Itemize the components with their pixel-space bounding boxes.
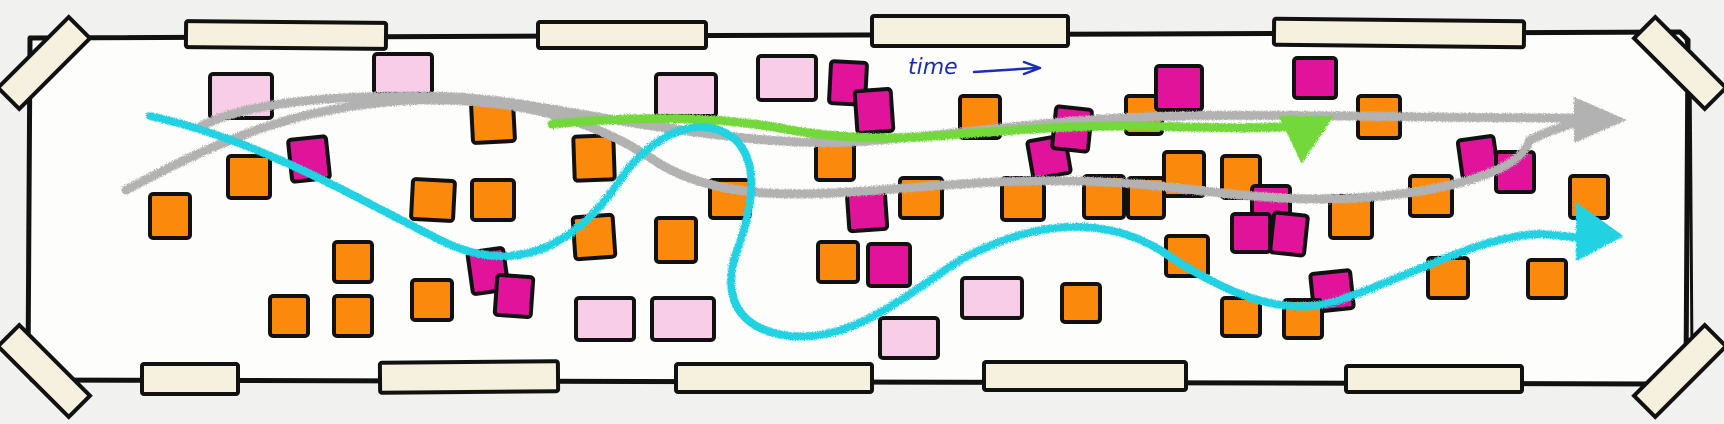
sticky-note-orange xyxy=(332,240,374,284)
flow-arrowheads xyxy=(1278,96,1628,262)
sticky-note-pink xyxy=(878,316,940,360)
sticky-note-pink xyxy=(650,296,716,342)
time-arrow-icon xyxy=(972,60,1042,76)
flow-grey-upper xyxy=(193,91,1595,148)
sticky-note-magenta xyxy=(1292,56,1338,100)
sticky-note-pink xyxy=(756,54,818,102)
sticky-note-orange xyxy=(816,240,860,284)
sticky-note-orange xyxy=(571,133,617,183)
tape-strip xyxy=(1271,16,1527,50)
sticky-note-magenta xyxy=(1268,210,1310,258)
sticky-note-orange xyxy=(410,278,454,322)
time-label: time xyxy=(908,55,958,80)
tape-strip xyxy=(674,362,874,394)
sticky-note-orange xyxy=(268,294,310,338)
sticky-note-orange xyxy=(1220,296,1262,338)
sticky-note-pink xyxy=(960,276,1024,320)
tape-strips xyxy=(0,14,1724,420)
sticky-note-magenta xyxy=(852,86,896,136)
flow-cyan xyxy=(146,112,1614,341)
sticky-note-orange xyxy=(409,177,457,223)
arrowhead-green xyxy=(1278,116,1334,165)
tape-corner xyxy=(1631,322,1724,420)
sticky-note-pink xyxy=(574,296,636,342)
sticky-note-magenta xyxy=(1230,212,1272,254)
arrowhead-cyan xyxy=(1576,202,1624,262)
tape-strip xyxy=(982,360,1188,392)
tape-corner xyxy=(1631,14,1724,112)
sticky-note-orange xyxy=(1526,258,1568,300)
sticky-note-orange xyxy=(814,140,856,182)
sticky-note-magenta xyxy=(492,272,536,320)
arrowhead-grey xyxy=(1574,96,1628,144)
flow-green xyxy=(547,114,1301,143)
tape-corner xyxy=(0,14,93,112)
sticky-note-magenta xyxy=(866,242,912,288)
tape-strip xyxy=(183,19,389,51)
sticky-note-pink xyxy=(372,52,434,96)
sticky-note-orange xyxy=(332,294,374,338)
tape-strip xyxy=(1344,364,1524,394)
tape-strip xyxy=(377,359,561,395)
sticky-note-orange xyxy=(148,192,192,240)
sticky-note-orange xyxy=(654,216,698,264)
flow-arrows xyxy=(121,91,1614,341)
tape-strip xyxy=(140,362,240,396)
sticky-note-orange xyxy=(470,178,516,222)
sticky-note-orange xyxy=(570,212,618,262)
sticky-note-magenta xyxy=(1154,64,1204,112)
time-annotation: time xyxy=(908,55,1042,80)
flow-grey-lower xyxy=(121,95,1595,204)
sticky-note-orange xyxy=(226,154,272,200)
sticky-note-pink xyxy=(654,72,718,118)
tape-strip xyxy=(536,20,708,50)
tape-corner xyxy=(0,322,93,420)
tape-strip xyxy=(870,14,1070,48)
sticky-note-orange xyxy=(1060,282,1102,324)
